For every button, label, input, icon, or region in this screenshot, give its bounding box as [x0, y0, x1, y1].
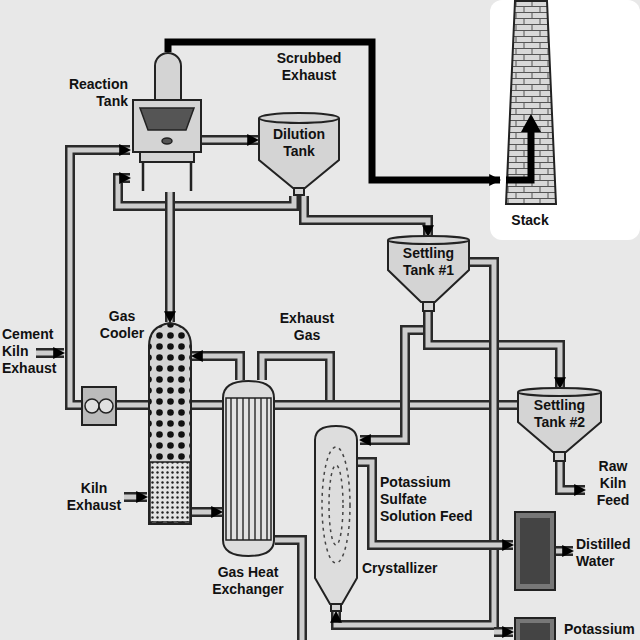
pipe-connector	[304, 196, 428, 236]
pipes	[36, 330, 585, 640]
white-panel	[490, 0, 640, 240]
stack-shape	[500, 0, 560, 205]
node-label: Gas Heat Exchanger	[205, 564, 291, 598]
edge-label: Exhaust Gas	[275, 310, 339, 344]
free-label: Kiln Exhaust	[66, 480, 122, 514]
node-label: Stack	[500, 212, 560, 229]
pipe-connector	[118, 178, 294, 206]
pipe-connector	[170, 192, 171, 322]
pipe-connector	[70, 150, 517, 405]
heat-exchanger-shape	[222, 380, 275, 557]
node-label: Crystallizer	[362, 560, 452, 577]
pipe-connector	[336, 262, 494, 625]
edge-label: Scrubbed Exhaust	[272, 50, 346, 84]
gas-cooler-shape	[148, 322, 192, 525]
free-label: Cement Kiln Exhaust	[2, 326, 60, 377]
crystallizer: Crystallizer	[314, 425, 358, 612]
settling-tank: Settling Tank #2	[517, 388, 602, 462]
reaction-tank-shape	[130, 52, 202, 192]
dilution-tank: Dilution Tank	[258, 112, 340, 196]
node-label: Settling Tank #2	[517, 397, 602, 431]
pipe-connector	[202, 140, 258, 141]
heat-exchanger: Gas Heat Exchanger	[222, 380, 275, 557]
fan-box	[82, 387, 116, 425]
free-label: Potassium Sulfate Solution Feed	[380, 474, 484, 525]
free-label: Distilled Water	[576, 536, 638, 570]
node-label: Reaction Tank	[64, 76, 128, 110]
pipe-connector	[192, 356, 240, 380]
product-box	[515, 618, 555, 640]
water-box	[515, 512, 555, 590]
pipe-connector	[192, 512, 222, 513]
settling-tank: Settling Tank #1	[387, 236, 470, 312]
reaction-tank: Reaction Tank	[130, 52, 202, 192]
crystallizer-shape	[314, 425, 358, 612]
free-label: Potassium	[564, 621, 638, 638]
node-label: Settling Tank #1	[387, 245, 470, 279]
free-label: Raw Kiln Feed	[590, 458, 636, 509]
node-label: Dilution Tank	[258, 126, 340, 160]
node-label: Gas Cooler	[96, 308, 148, 342]
stack: Stack	[500, 0, 560, 205]
gas-cooler: Gas Cooler	[148, 322, 192, 525]
